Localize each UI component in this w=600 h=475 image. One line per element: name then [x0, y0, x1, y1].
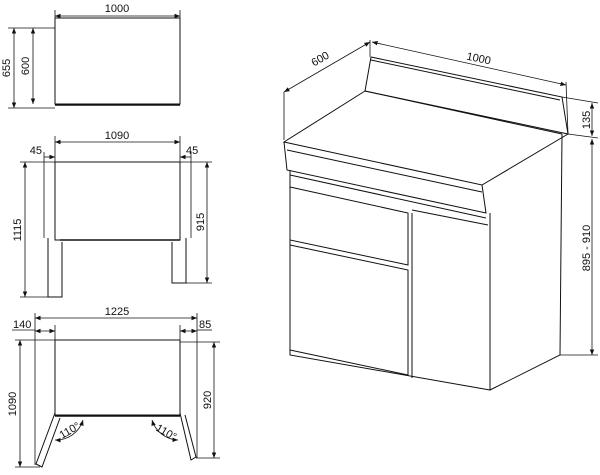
iso-width-label: 1000	[465, 51, 491, 68]
right-door-angle-label: 110°	[154, 422, 179, 443]
side-left-offset-label: 45	[30, 145, 42, 157]
isometric-view: 600 1000 135 895 - 910	[282, 40, 599, 391]
top-depth-total-label: 655	[1, 59, 13, 77]
side-height-total-label: 1115	[12, 219, 24, 242]
open-depth-total-label: 1090	[7, 392, 19, 416]
side-height-label: 915	[195, 213, 207, 231]
left-door-angle-label: 110°	[58, 420, 83, 441]
open-doors-view: 110° 110° 1225 140 85 1090 920	[7, 306, 220, 468]
side-width-label: 1090	[105, 130, 129, 142]
open-depth-label: 920	[202, 391, 214, 409]
top-width-label: 1000	[105, 3, 129, 15]
top-outline	[54, 17, 181, 105]
iso-backsplash-label: 135	[581, 111, 593, 129]
side-right-offset-label: 45	[186, 145, 198, 157]
top-view: 1000 655 600	[1, 3, 181, 109]
open-right-offset-label: 85	[199, 319, 211, 331]
open-left-offset-label: 140	[13, 319, 31, 331]
open-width-label: 1225	[105, 306, 129, 318]
side-view: 1090 45 45 1115 915	[12, 130, 212, 298]
top-depth-label: 600	[20, 57, 32, 75]
iso-height-label: 895 - 910	[581, 225, 593, 271]
